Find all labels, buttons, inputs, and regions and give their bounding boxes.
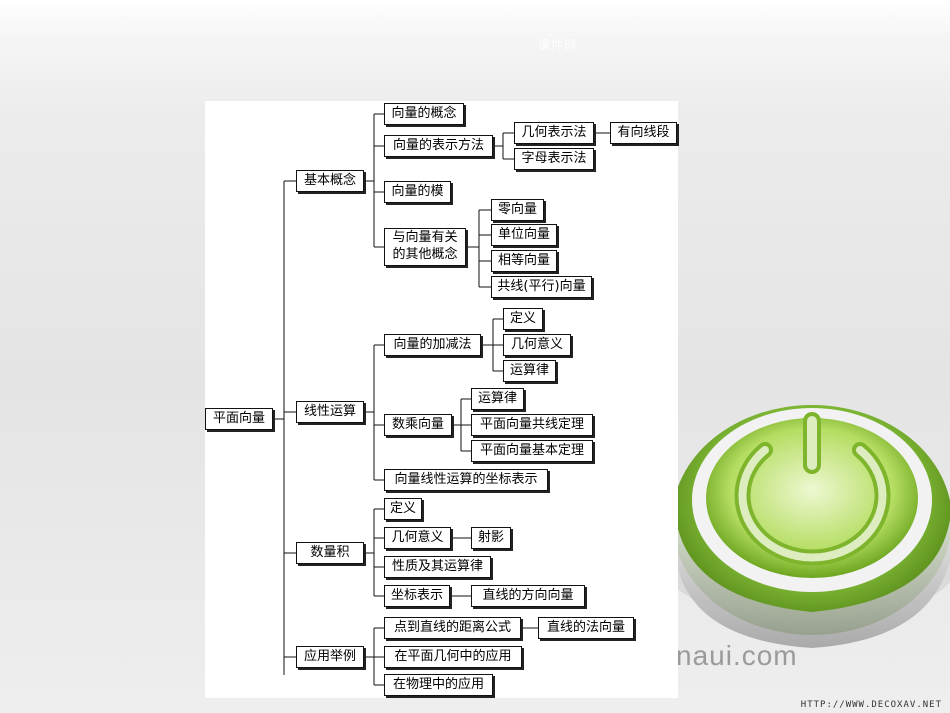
node-related-concepts: 与向量有关的其他概念 [384, 228, 466, 266]
group-basic-concepts: 基本概念 [296, 170, 364, 192]
node-add-geometric-meaning: 几何意义 [503, 334, 571, 356]
node-scalar-multiplication: 数乘向量 [384, 414, 452, 436]
top-watermark: 课件网 [538, 38, 578, 52]
node-dot-geometric-meaning: 几何意义 [384, 527, 451, 549]
group-linear-operations: 线性运算 [296, 401, 364, 423]
header-band [0, 0, 950, 70]
node-unit-vector: 单位向量 [491, 224, 557, 246]
node-physics-application: 在物理中的应用 [384, 674, 493, 696]
node-directed-segment: 有向线段 [610, 122, 677, 144]
node-letter-representation: 字母表示法 [514, 148, 594, 170]
node-add-laws: 运算律 [503, 360, 556, 382]
node-properties-laws: 性质及其运算律 [384, 556, 491, 578]
node-vector-representation: 向量的表示方法 [384, 135, 493, 157]
power-icon [660, 405, 950, 648]
node-plane-geometry-application: 在平面几何中的应用 [384, 646, 522, 668]
connector-lines [273, 113, 610, 686]
node-normal-vector: 直线的法向量 [538, 617, 634, 639]
node-equal-vectors: 相等向量 [491, 250, 557, 272]
node-geometric-representation: 几何表示法 [514, 122, 594, 144]
node-vector-magnitude: 向量的模 [384, 181, 451, 203]
footer-url: HTTP://WWW.DECOXAV.NET [800, 700, 942, 710]
group-dot-product: 数量积 [296, 542, 364, 564]
node-point-line-distance: 点到直线的距离公式 [384, 617, 521, 639]
node-basic-theorem: 平面向量基本定理 [471, 440, 593, 462]
diagram-panel: 平面向量 基本概念 线性运算 数量积 应用举例 向量的概念 向量的表示方法 几何… [205, 101, 678, 698]
node-direction-vector: 直线的方向向量 [471, 585, 585, 607]
brand-text: naui.com [676, 640, 798, 671]
node-vector-concept: 向量的概念 [384, 103, 464, 125]
group-applications: 应用举例 [296, 646, 364, 668]
node-add-definition: 定义 [503, 308, 543, 330]
node-zero-vector: 零向量 [491, 199, 544, 221]
root-node: 平面向量 [205, 408, 273, 430]
node-collinear-vectors: 共线(平行)向量 [491, 276, 592, 298]
node-dot-definition: 定义 [384, 498, 422, 520]
node-dot-coordinates: 坐标表示 [384, 585, 450, 607]
node-coordinate-linear-ops: 向量线性运算的坐标表示 [384, 469, 548, 491]
node-collinearity-theorem: 平面向量共线定理 [471, 414, 593, 436]
node-projection: 射影 [471, 527, 511, 549]
node-scalar-laws: 运算律 [471, 388, 524, 410]
node-addition-subtraction: 向量的加减法 [384, 334, 481, 356]
